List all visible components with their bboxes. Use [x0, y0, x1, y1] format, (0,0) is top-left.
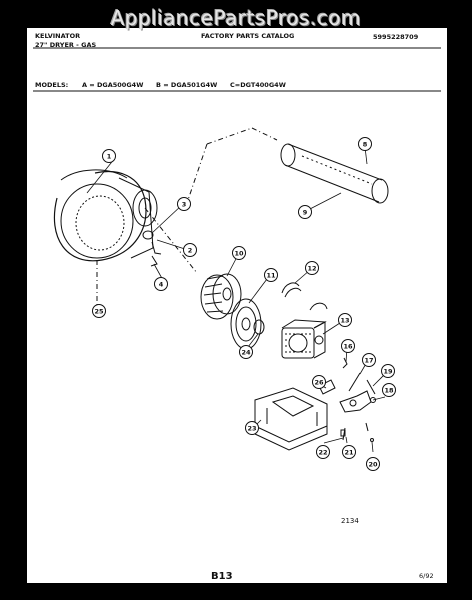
assembly-line [186, 143, 208, 204]
callout-label: 8 [363, 140, 368, 148]
brand-name: KELVINATOR [35, 32, 81, 40]
callout-label: 24 [241, 348, 251, 356]
callout-circle [239, 345, 253, 359]
callout-circle [102, 149, 116, 163]
callout-18: 18 [382, 383, 396, 397]
callout-circle [264, 268, 278, 282]
callout-circle [298, 205, 312, 219]
callout-circle [183, 243, 197, 257]
callout-10: 10 [232, 246, 246, 260]
model-c: C=DGT400G4W [230, 81, 286, 89]
callout-circle [358, 137, 372, 151]
assembly-line [251, 127, 278, 141]
callout-label: 13 [340, 316, 349, 324]
figure-number: 2134 [341, 517, 359, 525]
callout-21: 21 [342, 445, 356, 459]
callout-label: 10 [234, 249, 244, 257]
callout-label: 17 [364, 356, 373, 364]
callout-16: 16 [341, 339, 355, 353]
callout-circle [305, 261, 319, 275]
callout-8: 8 [358, 137, 372, 151]
callout-circle [338, 313, 352, 327]
product-subtitle: 27" DRYER - GAS [35, 41, 97, 49]
model-b: B = DGA501G4W [156, 81, 218, 89]
callout-26: 26 [312, 375, 326, 389]
callout-12: 12 [305, 261, 319, 275]
page-number: B13 [211, 571, 233, 582]
callout-circle [342, 445, 356, 459]
catalog-number: 5995228709 [373, 33, 419, 41]
drive-motor [281, 319, 327, 359]
bearing-ring [253, 319, 265, 335]
callout-circle [316, 445, 330, 459]
clamp-and-screws [142, 230, 162, 267]
callout-13: 13 [338, 313, 352, 327]
callout-23: 23 [245, 421, 259, 435]
callout-circle [341, 339, 355, 353]
callout-label: 23 [247, 424, 256, 432]
callout-label: 18 [384, 386, 394, 394]
callout-circle [92, 304, 106, 318]
models-label: MODELS: [35, 81, 69, 89]
callout-1: 1 [102, 149, 116, 163]
callout-label: 1 [107, 152, 112, 160]
callout-2: 2 [183, 243, 197, 257]
callout-label: 11 [266, 271, 276, 279]
mount-bracket [318, 379, 336, 395]
callout-circle [312, 375, 326, 389]
callout-label: 22 [318, 448, 327, 456]
callout-label: 16 [343, 342, 353, 350]
callout-circle [366, 457, 380, 471]
callout-circle [154, 277, 168, 291]
callout-19: 19 [381, 364, 395, 378]
revision-date: 6/92 [419, 572, 434, 580]
callout-9: 9 [298, 205, 312, 219]
assembly-line [206, 127, 253, 145]
callout-circle [232, 246, 246, 260]
callout-circle [177, 197, 191, 211]
clip-upper [281, 282, 302, 298]
callout-label: 26 [314, 378, 324, 386]
exhaust-duct [280, 143, 389, 204]
idler-assembly [339, 372, 376, 413]
parts-catalog-page: KELVINATOR 27" DRYER - GAS FACTORY PARTS… [27, 28, 447, 583]
callout-4: 4 [154, 277, 168, 291]
callout-circle [362, 353, 376, 367]
callout-label: 21 [344, 448, 354, 456]
callout-label: 2 [188, 246, 193, 254]
callout-label: 12 [307, 264, 316, 272]
callout-24: 24 [239, 345, 253, 359]
callout-3: 3 [177, 197, 191, 211]
callout-label: 9 [303, 208, 308, 216]
watermark: AppliancePartsPros.com [110, 6, 362, 30]
blower-housing [53, 169, 158, 262]
motor-mount [254, 387, 328, 451]
callout-circle [382, 383, 396, 397]
callout-label: 25 [94, 307, 104, 315]
callout-label: 4 [159, 280, 164, 288]
blower-wheel [200, 273, 242, 320]
assembly-line [144, 207, 198, 274]
callout-label: 3 [182, 200, 187, 208]
blower-plate [230, 298, 262, 350]
small-hardware [340, 357, 374, 442]
callout-25: 25 [92, 304, 106, 318]
clip-lower [309, 302, 328, 311]
catalog-title: FACTORY PARTS CATALOG [201, 32, 295, 40]
callout-20: 20 [366, 457, 380, 471]
callout-17: 17 [362, 353, 376, 367]
callout-label: 20 [368, 460, 378, 468]
callout-circle [381, 364, 395, 378]
callout-label: 19 [383, 367, 393, 375]
callout-11: 11 [264, 268, 278, 282]
callout-circle [245, 421, 259, 435]
callout-leaders [86, 146, 387, 453]
callout-22: 22 [316, 445, 330, 459]
model-a: A = DGA500G4W [82, 81, 144, 89]
